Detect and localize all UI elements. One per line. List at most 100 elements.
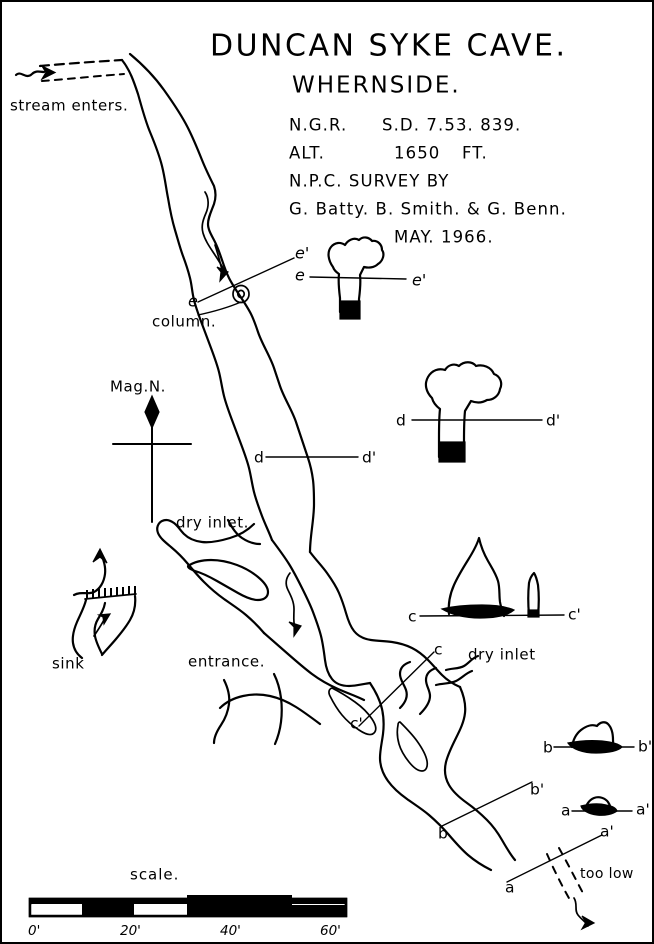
marker-b-plan-left: b	[438, 825, 448, 843]
too-low-dash-b	[558, 847, 585, 896]
passage-wall-lower-right	[308, 550, 462, 689]
sink-arrowhead-in	[96, 613, 112, 626]
scale-seg-2	[187, 901, 292, 915]
marker-c-sect-right: c'	[568, 606, 581, 624]
cross-section-e	[309, 236, 407, 320]
section-c-slot-floor	[527, 609, 540, 618]
cross-section-b	[553, 721, 635, 754]
scale-bar-group	[28, 895, 348, 918]
cross-section-c	[419, 536, 565, 619]
sink-wall-right	[100, 594, 137, 657]
passage-sliver-se	[396, 721, 429, 772]
entrance-lobe-right	[272, 672, 283, 746]
marker-a-sect-left: a	[561, 802, 571, 820]
sink-wall-inner	[93, 601, 107, 656]
marker-d-sect-right: d'	[546, 412, 560, 430]
section-e-line	[309, 276, 407, 280]
label-entrance: entrance.	[188, 653, 265, 671]
marker-a-plan-left: a	[505, 879, 515, 897]
too-low-group	[546, 847, 596, 931]
too-low-arrowhead	[580, 915, 596, 931]
sink-group	[71, 547, 137, 660]
sink-wall-left	[71, 598, 88, 660]
label-dry-inlet-left: dry inlet.	[176, 514, 249, 532]
stream-arrowhead	[40, 64, 57, 81]
passage-wall-upper-right	[128, 52, 316, 554]
section-line-b-plan	[441, 781, 533, 827]
alt-value: 1650	[394, 144, 440, 163]
scale-tick-2: 40'	[220, 923, 241, 939]
alt-unit: FT.	[462, 144, 488, 163]
label-too-low: too low	[580, 866, 634, 882]
flow-arrow-mid-stem	[285, 572, 296, 629]
passage-sliver-c	[328, 687, 377, 736]
mag-north-group	[112, 394, 192, 523]
marker-e-plan-right: e'	[295, 244, 309, 263]
stream-inflow-dash-upper	[38, 58, 124, 68]
section-d-outline	[424, 361, 503, 459]
section-line-a-plan	[506, 834, 603, 883]
scale-seg-0-gap	[30, 905, 82, 916]
column-symbol-inner	[236, 289, 246, 299]
passage-se-wall-left	[368, 681, 493, 872]
ngr-value: S.D. 7.53. 839.	[382, 116, 521, 135]
section-e-outline	[327, 236, 385, 314]
flow-arrow-upper-stem	[214, 244, 223, 271]
label-stream-enters: stream enters.	[10, 97, 128, 115]
survey-org: N.P.C. SURVEY BY	[289, 172, 449, 191]
section-e-floor-fill	[339, 300, 361, 320]
scale-seg-3	[292, 905, 346, 917]
scale-tick-0: 0'	[28, 923, 40, 939]
scale-tick-1: 20'	[120, 923, 141, 939]
sink-arrowhead-out	[92, 547, 108, 564]
marker-e-sect-left: e	[295, 266, 305, 285]
section-c-floor-fill	[440, 604, 516, 619]
section-b-outline	[570, 721, 617, 751]
marker-e-sect-right: e'	[412, 271, 426, 290]
entrance-outline-lower	[218, 693, 322, 726]
scale-caption: scale.	[130, 866, 179, 884]
dry-inlet-left-inner-loop	[186, 558, 270, 602]
surveyors: G. Batty. B. Smith. & G. Benn.	[289, 200, 567, 219]
cross-section-a	[571, 796, 633, 816]
survey-date: MAY. 1966.	[394, 228, 494, 247]
too-low-dash-a	[546, 853, 571, 901]
label-mag-north: Mag.N.	[110, 378, 166, 396]
marker-d-sect-left: d	[396, 412, 406, 430]
stream-inflow-group	[14, 58, 125, 82]
passage-se-wall-right	[443, 685, 517, 862]
marker-d-plan-right: d'	[362, 449, 376, 467]
marker-a-sect-right: a'	[636, 801, 650, 819]
flow-arrow-mid-head	[288, 621, 302, 638]
alt-label: ALT.	[289, 144, 325, 163]
page-title: DUNCAN SYKE CAVE.	[210, 29, 568, 64]
passage-meander-tongue	[201, 191, 225, 271]
dry-inlet-left-wall	[156, 518, 266, 635]
marker-c-plan-left: c	[434, 641, 443, 659]
dry-inlet-left-branch	[226, 518, 262, 546]
marker-c-sect-left: c	[408, 608, 417, 626]
marker-b-sect-right: b'	[638, 738, 652, 756]
label-dry-inlet-right: dry inlet	[468, 646, 536, 664]
scale-seg-1b-gap	[134, 905, 187, 916]
stream-inflow-dash-lower	[41, 73, 125, 82]
page-subtitle: WHERNSIDE.	[292, 73, 461, 99]
dry-inlet-right-branch-a	[444, 654, 480, 672]
dry-inlet-right-branch-b	[434, 669, 474, 687]
flow-arrow-upper-head	[216, 266, 229, 283]
scale-tick-3: 60'	[320, 923, 341, 939]
section-line-c-plan	[358, 651, 435, 727]
mag-north-arrowhead	[144, 394, 160, 430]
column-leader-line	[197, 301, 242, 316]
scale-seg-1	[82, 901, 134, 915]
section-c-chamber-outline	[447, 536, 506, 618]
stream-wiggle	[14, 70, 46, 78]
marker-b-plan-right: b'	[530, 781, 544, 799]
dry-inlet-right-stem	[398, 660, 412, 710]
section-line-e-plan	[197, 257, 295, 303]
marker-b-sect-left: b	[543, 739, 553, 757]
entrance-lobe-left	[212, 678, 231, 745]
